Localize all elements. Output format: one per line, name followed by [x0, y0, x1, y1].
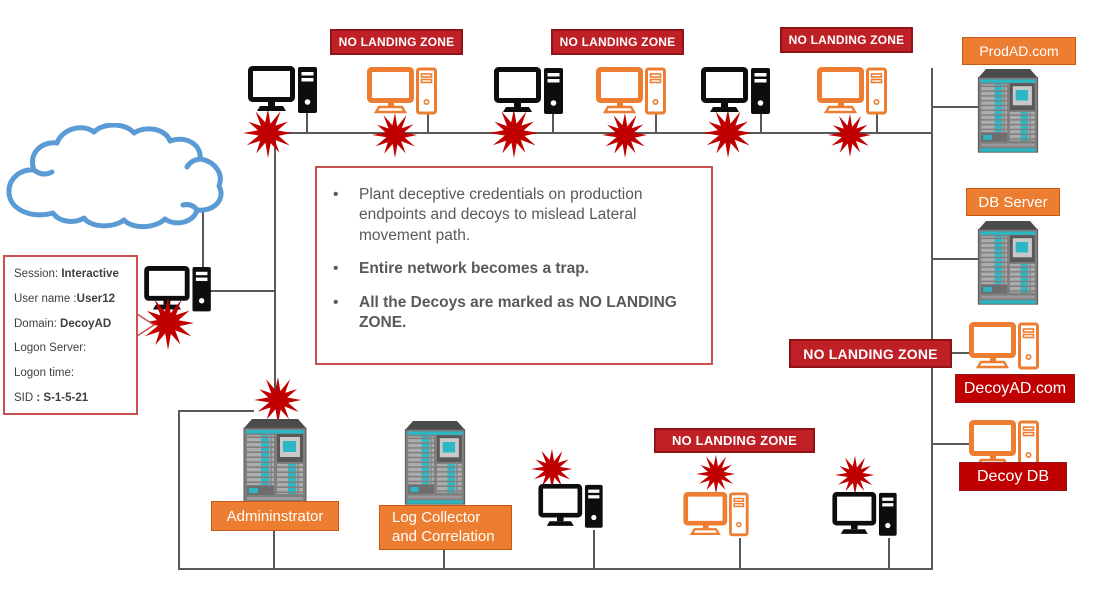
explosion-icon [826, 455, 884, 495]
production-workstation-icon [494, 67, 564, 125]
session-row: SID : S-1-5-21 [14, 392, 130, 404]
no-landing-zone-banner: NO LANDING ZONE [551, 29, 684, 55]
left-trunk-line [274, 132, 276, 398]
pc-drop-line [655, 112, 657, 134]
bullet-text: Plant deceptive credentials on productio… [359, 186, 643, 244]
decoyad-branch-line [940, 352, 975, 354]
pc-drop-line [427, 112, 429, 134]
session-row-label: SID [14, 391, 37, 404]
no-landing-zone-text: NO LANDING ZONE [803, 345, 938, 362]
session-row: Domain: DecoyAD [14, 318, 130, 330]
decoydb-branch-line [933, 443, 973, 445]
session-info-box: Session: Interactive User name :User12 D… [3, 255, 138, 415]
dbserver-branch-line [933, 258, 980, 260]
prodad-label: ProdAD.com [962, 37, 1076, 65]
bullet-marker [333, 259, 359, 279]
pc-drop-line [552, 112, 554, 134]
no-landing-zone-banner: NO LANDING ZONE [330, 29, 463, 55]
session-row-label: Logon Server: [14, 342, 87, 355]
decoy-workstation-icon [817, 67, 887, 125]
session-row-value: User12 [76, 292, 116, 305]
no-landing-zone-banner: NO LANDING ZONE [654, 428, 815, 453]
decoyad-label: DecoyAD.com [955, 374, 1075, 403]
production-workstation-icon [248, 66, 318, 124]
pc-drop-line [876, 112, 878, 134]
session-row-value: DecoyAD [60, 317, 112, 330]
pc-drop-line [760, 112, 762, 134]
production-workstation-icon [830, 492, 900, 546]
session-row: Session: Interactive [14, 268, 130, 280]
prodad-server-icon [977, 68, 1039, 156]
bullet-item: Plant deceptive credentials on productio… [333, 185, 693, 246]
dbserver-label-text: DB Server [978, 193, 1048, 211]
bullet-marker [333, 185, 359, 246]
admin-loop-horizontal-line [178, 410, 254, 412]
bottom-bus-line [178, 568, 933, 570]
logcollector-server-icon [403, 420, 467, 508]
bullet-text: Entire network becomes a trap. [359, 260, 589, 278]
session-row-label: Session: [14, 268, 62, 280]
pc-drop-line [306, 110, 308, 134]
session-row-label: Logon time: [14, 367, 75, 380]
no-landing-zone-text: NO LANDING ZONE [559, 35, 676, 49]
logcollector-line1: Log Collector [392, 508, 481, 526]
no-landing-zone-text: NO LANDING ZONE [788, 33, 905, 47]
decoy-workstation-icon [681, 492, 751, 546]
logcollector-label: Log Collector and Correlation [379, 505, 512, 550]
prodad-branch-line [933, 106, 980, 108]
bullet-item: All the Decoys are marked as NO LANDING … [333, 293, 693, 334]
no-landing-zone-banner: NO LANDING ZONE [780, 27, 913, 53]
no-landing-zone-text: NO LANDING ZONE [671, 433, 798, 448]
cloud-icon [0, 123, 230, 235]
administrator-label-text: Admininstrator [226, 507, 324, 525]
decoy-workstation-icon [596, 67, 666, 125]
pc-drop-line [593, 530, 595, 570]
session-row-value: Interactive [61, 268, 119, 280]
pc-drop-line [739, 538, 741, 570]
user-pc-link-line [210, 290, 276, 292]
right-trunk-line [931, 68, 933, 570]
session-row-value: : S-1-5-21 [36, 391, 89, 404]
decoyad-label-text: DecoyAD.com [963, 379, 1067, 397]
dbserver-server-icon [977, 220, 1039, 308]
bullet-marker [333, 293, 359, 334]
session-row-label: User name : [14, 292, 77, 305]
admin-drop-line [273, 530, 275, 570]
info-callout-box: Plant deceptive credentials on productio… [315, 166, 713, 365]
bullet-text: All the Decoys are marked as NO LANDING … [359, 293, 677, 332]
explosion-icon [247, 376, 309, 424]
session-row-label: Domain: [14, 317, 61, 330]
decoy-workstation-icon [968, 322, 1040, 380]
session-row: User name :User12 [14, 293, 130, 305]
decoydb-label: Decoy DB [959, 462, 1067, 491]
prodad-label-text: ProdAD.com [979, 43, 1059, 59]
decoydb-label-text: Decoy DB [976, 467, 1050, 485]
no-landing-zone-banner: NO LANDING ZONE [789, 339, 952, 368]
administrator-label: Admininstrator [211, 501, 339, 531]
logcollector-drop-line [443, 548, 445, 570]
administrator-server-icon [243, 418, 307, 510]
top-bus-line [265, 132, 933, 134]
decoy-workstation-icon [367, 67, 437, 125]
dbserver-label: DB Server [966, 188, 1060, 216]
production-workstation-icon [701, 67, 771, 125]
production-workstation-icon [536, 484, 606, 538]
callout-pointer [134, 311, 156, 339]
bullet-item: Entire network becomes a trap. [333, 259, 693, 279]
explosion-icon [686, 454, 746, 494]
cloud-drop-line [202, 197, 204, 273]
admin-loop-vertical-line [178, 410, 180, 570]
session-row: Logon time: [14, 367, 130, 379]
session-row: Logon Server: [14, 342, 130, 354]
pc-drop-line [888, 538, 890, 570]
logcollector-label-text: Log Collector and Correlation [392, 509, 495, 547]
no-landing-zone-text: NO LANDING ZONE [338, 35, 455, 49]
logcollector-line2: and Correlation [392, 527, 495, 545]
